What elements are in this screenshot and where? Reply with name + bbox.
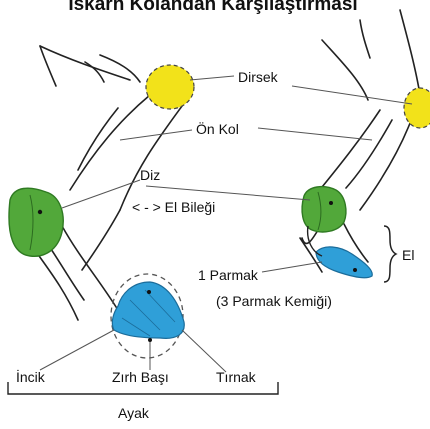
label-el: El	[402, 247, 414, 263]
leader-elbilegi	[146, 186, 310, 200]
label-parmak-kemigi: (3 Parmak Kemiği)	[216, 293, 332, 309]
leader-dirsek-left	[190, 76, 234, 80]
label-zirh-basi: Zırh Başı	[112, 369, 169, 385]
right-limb	[300, 10, 420, 272]
right-wrist-dot	[329, 201, 333, 205]
diagram-title: İskarn Kolandan Karşılaştırması	[68, 0, 357, 15]
label-on-kol: Ön Kol	[196, 120, 239, 137]
label-incik: İncik	[16, 368, 46, 385]
leader-onkol-left	[120, 130, 192, 140]
right-finger	[316, 247, 372, 278]
left-knee-joint	[9, 188, 63, 256]
right-forearm-inner	[346, 120, 392, 188]
right-finger-dot	[353, 268, 357, 272]
label-ayak: Ayak	[118, 405, 150, 421]
right-muscle-line	[360, 20, 370, 58]
left-cannon-back	[62, 226, 118, 310]
label-tirnak: Tırnak	[216, 369, 257, 385]
label-diz: Diz	[140, 167, 160, 183]
leader-onkol-right	[258, 128, 372, 140]
el-bracket	[384, 226, 396, 282]
left-forearm-inner-line	[78, 108, 118, 170]
leader-parmak	[262, 262, 322, 272]
left-muscle-line	[100, 55, 140, 82]
left-hoof-dot-bottom	[148, 338, 152, 342]
right-upper-back	[400, 10, 420, 95]
right-wrist-joint	[302, 187, 346, 232]
right-forearm-front	[318, 110, 380, 192]
leader-incik	[40, 330, 114, 370]
left-hoof-dot-top	[147, 290, 151, 294]
right-upper-outline	[322, 40, 368, 100]
leader-dirsek-right	[292, 86, 412, 104]
left-forearm-front	[70, 95, 150, 190]
label-dirsek: Dirsek	[238, 69, 279, 85]
leader-tirnak	[182, 330, 226, 372]
left-forearm-back-lower	[82, 210, 120, 270]
left-knee-dot	[38, 210, 42, 214]
right-hand-front	[302, 230, 318, 243]
label-parmak: 1 Parmak	[198, 267, 259, 283]
label-el-bilegi: < - > El Bileği	[132, 199, 215, 215]
